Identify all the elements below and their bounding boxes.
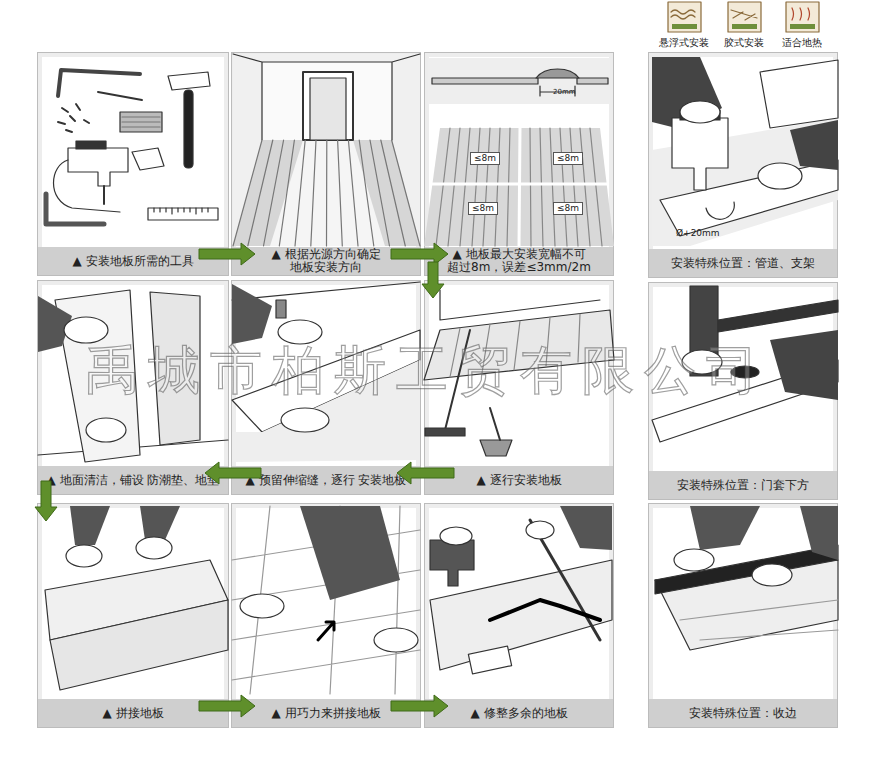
- step-panel: ▲ 地面清洁，铺设 防潮垫、地垫: [37, 280, 229, 495]
- icon-label: 适合地热: [774, 37, 830, 48]
- caption-band: ▲ 地面清洁，铺设 防潮垫、地垫: [38, 466, 228, 494]
- step-panel: ▲ 地板最大安装宽幅不可 超过8m，误差≤3mm/2m: [424, 52, 614, 276]
- step-caption: ▲ 地面清洁，铺设 防潮垫、地垫: [47, 474, 220, 487]
- dimension-label: ≤8m: [553, 152, 583, 165]
- step-panel: ▲ 修整多余的地板: [424, 503, 614, 728]
- caption-band: ▲ 地板最大安装宽幅不可 超过8m，误差≤3mm/2m: [425, 247, 613, 275]
- caption-band: 安装特殊位置：收边: [649, 699, 837, 727]
- dimension-label: ≤8m: [468, 202, 498, 215]
- mounting-icon: 悬浮式安装: [656, 0, 712, 50]
- caption-band: 安装特殊位置：管道、支架: [649, 249, 837, 277]
- step-caption: 安装特殊位置：门套下方: [677, 479, 809, 492]
- dimension-label: Ø+20mm: [676, 228, 720, 238]
- caption-band: ▲ 逐行安装地板: [425, 466, 613, 494]
- icon-label: 悬浮式安装: [656, 37, 712, 48]
- step-caption: 安装特殊位置：管道、支架: [671, 257, 815, 270]
- caption-band: 安装特殊位置：门套下方: [649, 471, 837, 499]
- dimension-label: 20mm: [553, 88, 576, 96]
- mounting-icon-art-part: [671, 10, 695, 19]
- caption-band: ▲ 修整多余的地板: [425, 699, 613, 727]
- caption-band: ▲ 用巧力来拼接地板: [232, 699, 420, 727]
- mounting-icon-art-part: [731, 10, 757, 20]
- icon-label: 胶式安装: [716, 37, 772, 48]
- step-caption: ▲ 用巧力来拼接地板: [271, 707, 380, 720]
- step-caption: ▲ 地板最大安装宽幅不可 超过8m，误差≤3mm/2m: [431, 248, 607, 274]
- mounting-icon-art-part: [668, 2, 701, 32]
- step-panel: ▲ 拼接地板: [37, 503, 229, 728]
- step-caption: ▲ 逐行安装地板: [476, 474, 561, 487]
- step-panel: 安装特殊位置：门套下方: [648, 282, 838, 500]
- caption-band: ▲ 拼接地板: [38, 699, 228, 727]
- mounting-icon-art-part: [786, 2, 819, 32]
- mounting-icon-art-part: [790, 24, 815, 29]
- dimension-label: ≤8m: [553, 202, 583, 215]
- step-caption: ▲ 安装地板所需的工具: [72, 255, 193, 268]
- step-panel: ▲ 安装地板所需的工具: [37, 52, 229, 276]
- mounting-icon-art-part: [672, 24, 697, 29]
- step-panel: 安装特殊位置：收边: [648, 503, 838, 728]
- step-caption: 安装特殊位置：收边: [689, 707, 797, 720]
- step-caption: ▲ 修整多余的地板: [470, 707, 567, 720]
- dimension-label: ≤8m: [470, 152, 500, 165]
- step-caption: ▲ 拼接地板: [102, 707, 163, 720]
- mounting-icon-art-part: [792, 8, 810, 20]
- step-panel: ▲ 逐行安装地板: [424, 280, 614, 495]
- step-panel: ▲ 根据光源方向确定 地板安装方向: [231, 52, 421, 276]
- step-panel: ▲ 用巧力来拼接地板: [231, 503, 421, 728]
- caption-band: ▲ 根据光源方向确定 地板安装方向: [232, 247, 420, 275]
- mounting-icon-art-part: [728, 2, 761, 32]
- step-caption: ▲ 根据光源方向确定 地板安装方向: [238, 248, 414, 274]
- mounting-icon: 适合地热: [774, 0, 830, 50]
- caption-band: ▲ 安装地板所需的工具: [38, 247, 228, 275]
- step-panel: 安装特殊位置：管道、支架: [648, 52, 838, 278]
- caption-band: ▲ 预留伸缩缝，逐行 安装地板: [232, 466, 420, 494]
- step-panel: ▲ 预留伸缩缝，逐行 安装地板: [231, 280, 421, 495]
- mounting-icon-art: [668, 2, 819, 32]
- step-caption: ▲ 预留伸缩缝，逐行 安装地板: [246, 474, 407, 487]
- mounting-icon-art-part: [732, 24, 757, 29]
- mounting-icon: 胶式安装: [716, 0, 772, 50]
